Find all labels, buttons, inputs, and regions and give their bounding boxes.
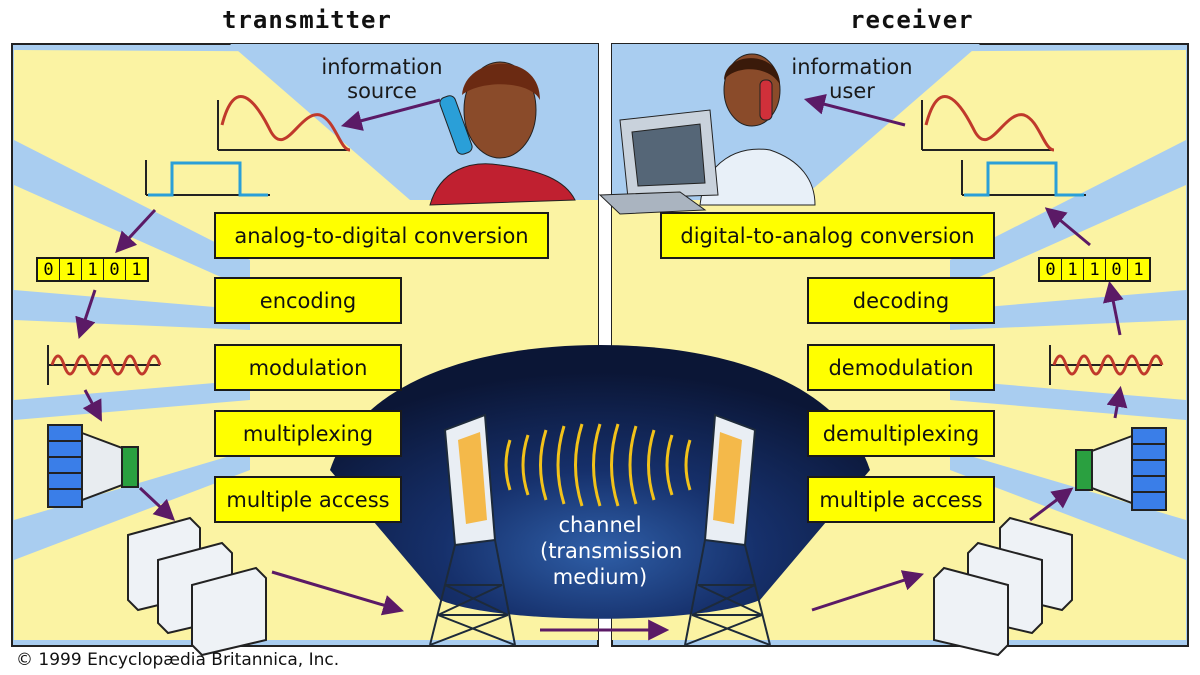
flow-arrows — [75, 94, 1128, 641]
stage-multiple-access-receiver: multiple access — [807, 476, 995, 523]
server-rack-icon — [933, 516, 1073, 657]
channel-label: channel (transmission medium) — [540, 512, 683, 590]
stage-analog-to-digital: analog-to-digital conversion — [214, 212, 549, 259]
channel-line-2: (transmission — [540, 539, 683, 563]
bit: 1 — [82, 259, 104, 280]
information-source-label: information source — [312, 55, 452, 103]
channel-dome — [330, 345, 870, 619]
stage-decoding: decoding — [807, 277, 995, 324]
information-user-line-1: information — [791, 55, 913, 79]
information-user-label: information user — [782, 55, 922, 103]
bit: 0 — [104, 259, 126, 280]
bit: 1 — [131, 259, 142, 280]
multiplexer-icon — [1075, 427, 1167, 511]
computer-icon — [598, 53, 816, 215]
digital-signal-icon — [145, 160, 270, 197]
modulated-wave-icon — [47, 345, 162, 385]
server-rack-icon — [127, 516, 267, 657]
copyright-notice: © 1999 Encyclopædia Britannica, Inc. — [16, 650, 340, 670]
stage-digital-to-analog: digital-to-analog conversion — [660, 212, 995, 259]
bit-string-transmitter: 0 1 1 0 1 — [36, 257, 149, 282]
information-source-line-2: source — [347, 79, 417, 103]
digital-signal-icon — [961, 160, 1086, 197]
antenna-tower-icon — [429, 413, 516, 646]
information-source-line-1: information — [321, 55, 443, 79]
stage-demultiplexing: demultiplexing — [807, 410, 995, 457]
stage-modulation: modulation — [214, 344, 402, 391]
analog-signal-icon — [217, 95, 351, 152]
bit: 0 — [1040, 259, 1062, 280]
channel-line-1: channel — [558, 513, 642, 537]
stage-multiplexing: multiplexing — [214, 410, 402, 457]
modulated-wave-icon — [1049, 345, 1164, 385]
bit: 0 — [38, 259, 60, 280]
antenna-tower-icon — [684, 413, 771, 646]
channel-line-3: medium) — [552, 565, 648, 589]
stage-multiple-access-transmitter: multiple access — [214, 476, 402, 523]
telephone-person-icon — [429, 61, 576, 206]
stage-encoding: encoding — [214, 277, 402, 324]
stage-demodulation: demodulation — [807, 344, 995, 391]
bit: 1 — [60, 259, 82, 280]
transmitter-title: transmitter — [222, 6, 392, 34]
analog-signal-icon — [921, 95, 1055, 152]
bit-string-receiver: 0 1 1 0 1 — [1038, 257, 1151, 282]
bit: 1 — [1062, 259, 1084, 280]
bit: 0 — [1106, 259, 1128, 280]
information-user-line-2: user — [829, 79, 875, 103]
bit: 1 — [1133, 259, 1144, 280]
multiplexer-icon — [47, 424, 139, 508]
bit: 1 — [1084, 259, 1106, 280]
receiver-title: receiver — [850, 6, 974, 34]
radio-wave-icon — [504, 423, 692, 507]
